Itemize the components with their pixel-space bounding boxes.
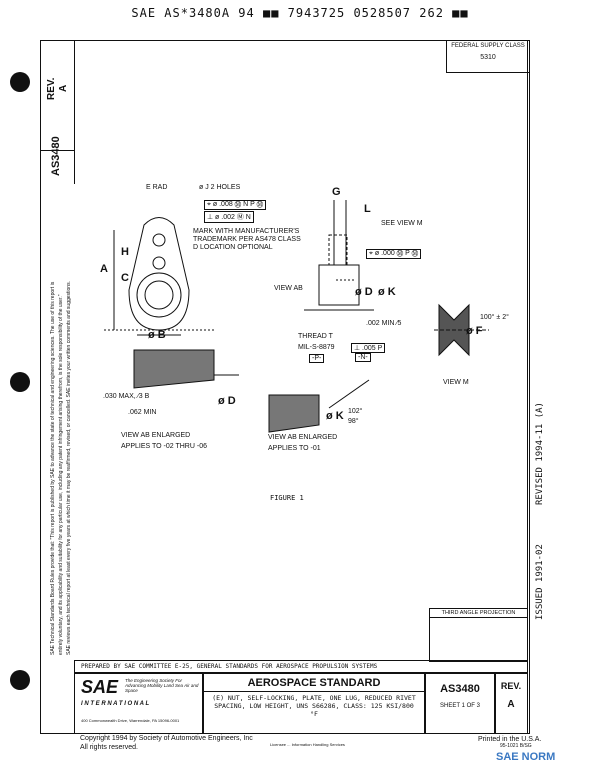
issued-date-vertical: ISSUED 1991-02 — [535, 544, 545, 620]
label-thread-t: THREAD T — [298, 333, 333, 340]
view-m — [434, 303, 489, 357]
dim-d-enlarged: ø D — [218, 395, 236, 407]
doc-number-vertical: AS3480 — [50, 136, 62, 176]
label-angle-102: 102° — [348, 408, 363, 415]
fcf-position-1: ⌖ ø .008 Ⓜ N P Ⓜ — [204, 200, 267, 210]
label-applies-1: APPLIES TO -02 THRU -06 — [121, 443, 207, 450]
view-ab-enlarged-1 — [133, 349, 239, 389]
dim-h: H — [121, 246, 129, 258]
dim-f: ø F — [466, 325, 483, 337]
sheet-number: SHEET 1 OF 3 — [440, 703, 480, 709]
label-view-ab-enlarged-1: VIEW AB ENLARGED — [121, 432, 191, 439]
datum-p: -P- — [309, 354, 325, 363]
dim-a: A — [100, 263, 108, 275]
revised-date-vertical: REVISED 1994-11 (A) — [535, 402, 545, 505]
datum-n: -N- — [355, 353, 371, 362]
fcf-perp-1: ⊥ ø .002 Ⓜ N — [204, 211, 254, 223]
dim-g: G — [332, 186, 341, 198]
label-angle: 100° ± 2° — [480, 314, 509, 321]
center-small-note: Licensee ... Information Handling Servic… — [270, 742, 345, 747]
view-ab-enlarged-2 — [268, 379, 370, 433]
federal-supply-class-box: FEDERAL SUPPLY CLASS 5310 — [446, 40, 529, 73]
right-divider — [527, 40, 529, 660]
fsc-value: 5310 — [480, 54, 496, 61]
binder-hole-top — [10, 72, 30, 92]
dim-b: ø B — [148, 329, 166, 341]
label-view-ab: VIEW AB — [274, 285, 303, 292]
nut-plate-front-view — [104, 217, 214, 336]
note-min-062: .062 MIN — [128, 409, 157, 416]
sae-address: 400 Commonwealth Drive, Warrendale, PA 1… — [81, 718, 180, 723]
rev-box: REV. A — [494, 672, 528, 734]
rev-box-label: REV. — [500, 681, 522, 691]
sae-logo: SAE — [81, 677, 119, 697]
label-e-rad: E RAD — [146, 184, 168, 191]
fcf-position-2: ⌖ ø .000 Ⓜ P Ⓜ — [366, 249, 422, 259]
label-angle-98: 98° — [348, 418, 359, 425]
part-description: (E) NUT, SELF-LOCKING, PLATE, ONE LUG, R… — [212, 694, 416, 718]
technical-drawing — [104, 200, 489, 433]
note-min-5: .002 MIN ∕5 — [366, 320, 402, 327]
dim-k-enlarged: ø K — [326, 410, 344, 422]
sae-international: I N T E R N A T I O N A L — [81, 701, 150, 707]
label-j-holes: ø J 2 HOLES — [199, 184, 241, 191]
copyright: Copyright 1994 by Society of Automotive … — [80, 735, 253, 742]
left-title-block: REV. A — [40, 40, 75, 151]
third-angle-label: THIRD ANGLE PROJECTION — [430, 609, 527, 618]
prepared-by-bar: PREPARED BY SAE COMMITTEE E-25, GENERAL … — [74, 660, 528, 674]
label-applies-2: APPLIES TO -01 — [268, 445, 321, 452]
binder-hole-middle — [10, 372, 30, 392]
rev-value-vertical: A — [58, 84, 69, 92]
label-see-view-m: SEE VIEW M — [381, 220, 423, 227]
rev-label-vertical: REV. — [46, 77, 57, 100]
standard-title: AEROSPACE STANDARD — [203, 673, 425, 692]
doc-number-vertical-box: AS3480 — [40, 104, 75, 184]
doc-code: 95-1021 B/SG — [500, 743, 532, 749]
left-notice-line-3: SAE reviews each technical report at lea… — [66, 281, 72, 655]
label-view-ab-enlarged-2: VIEW AB ENLARGED — [268, 434, 338, 441]
figure-caption: FIGURE 1 — [270, 494, 304, 502]
rev-box-value: A — [507, 699, 515, 710]
dim-d: ø D — [355, 286, 373, 298]
rights-reserved: All rights reserved. — [80, 744, 138, 751]
sae-tagline: The Engineering Society For Advancing Mo… — [125, 678, 199, 693]
printed-in-usa: Printed in the U.S.A. — [478, 736, 542, 743]
fsc-label: FEDERAL SUPPLY CLASS — [451, 43, 525, 49]
dim-c: C — [121, 272, 129, 284]
binder-hole-bottom — [10, 670, 30, 690]
dim-l: L — [364, 203, 371, 215]
label-view-m: VIEW M — [443, 379, 469, 386]
std-number: AS3480 — [440, 683, 480, 695]
third-angle-box: THIRD ANGLE PROJECTION — [429, 608, 528, 662]
nut-plate-side-view — [304, 200, 374, 311]
std-number-box: AS3480 SHEET 1 OF 3 — [424, 672, 496, 734]
sae-logo-block: SAE The Engineering Society For Advancin… — [74, 672, 204, 734]
label-mil-spec: MIL-S-8879 — [298, 344, 335, 351]
prepared-by-text: PREPARED BY SAE COMMITTEE E-25, GENERAL … — [81, 663, 378, 670]
fcf-perp-2: ⊥ .005 P — [351, 343, 386, 353]
left-notice-line-2: entirely voluntary, and its applicabilit… — [58, 294, 64, 655]
header-code-line: SAE AS*3480A 94 ■■ 7943725 0528507 262 ■… — [131, 6, 469, 20]
sae-norm-watermark: SAE NORM — [496, 751, 556, 763]
note-max: .030 MAX, ∕3 B — [103, 393, 150, 400]
left-notice-line-1: SAE Technical Standards Board Rules prov… — [50, 281, 56, 655]
dim-k: ø K — [378, 286, 396, 298]
note-mark-with: MARK WITH MANUFACTURER'S TRADEMARK PER A… — [193, 228, 301, 251]
title-text-block: AEROSPACE STANDARD (E) NUT, SELF-LOCKING… — [202, 672, 426, 734]
